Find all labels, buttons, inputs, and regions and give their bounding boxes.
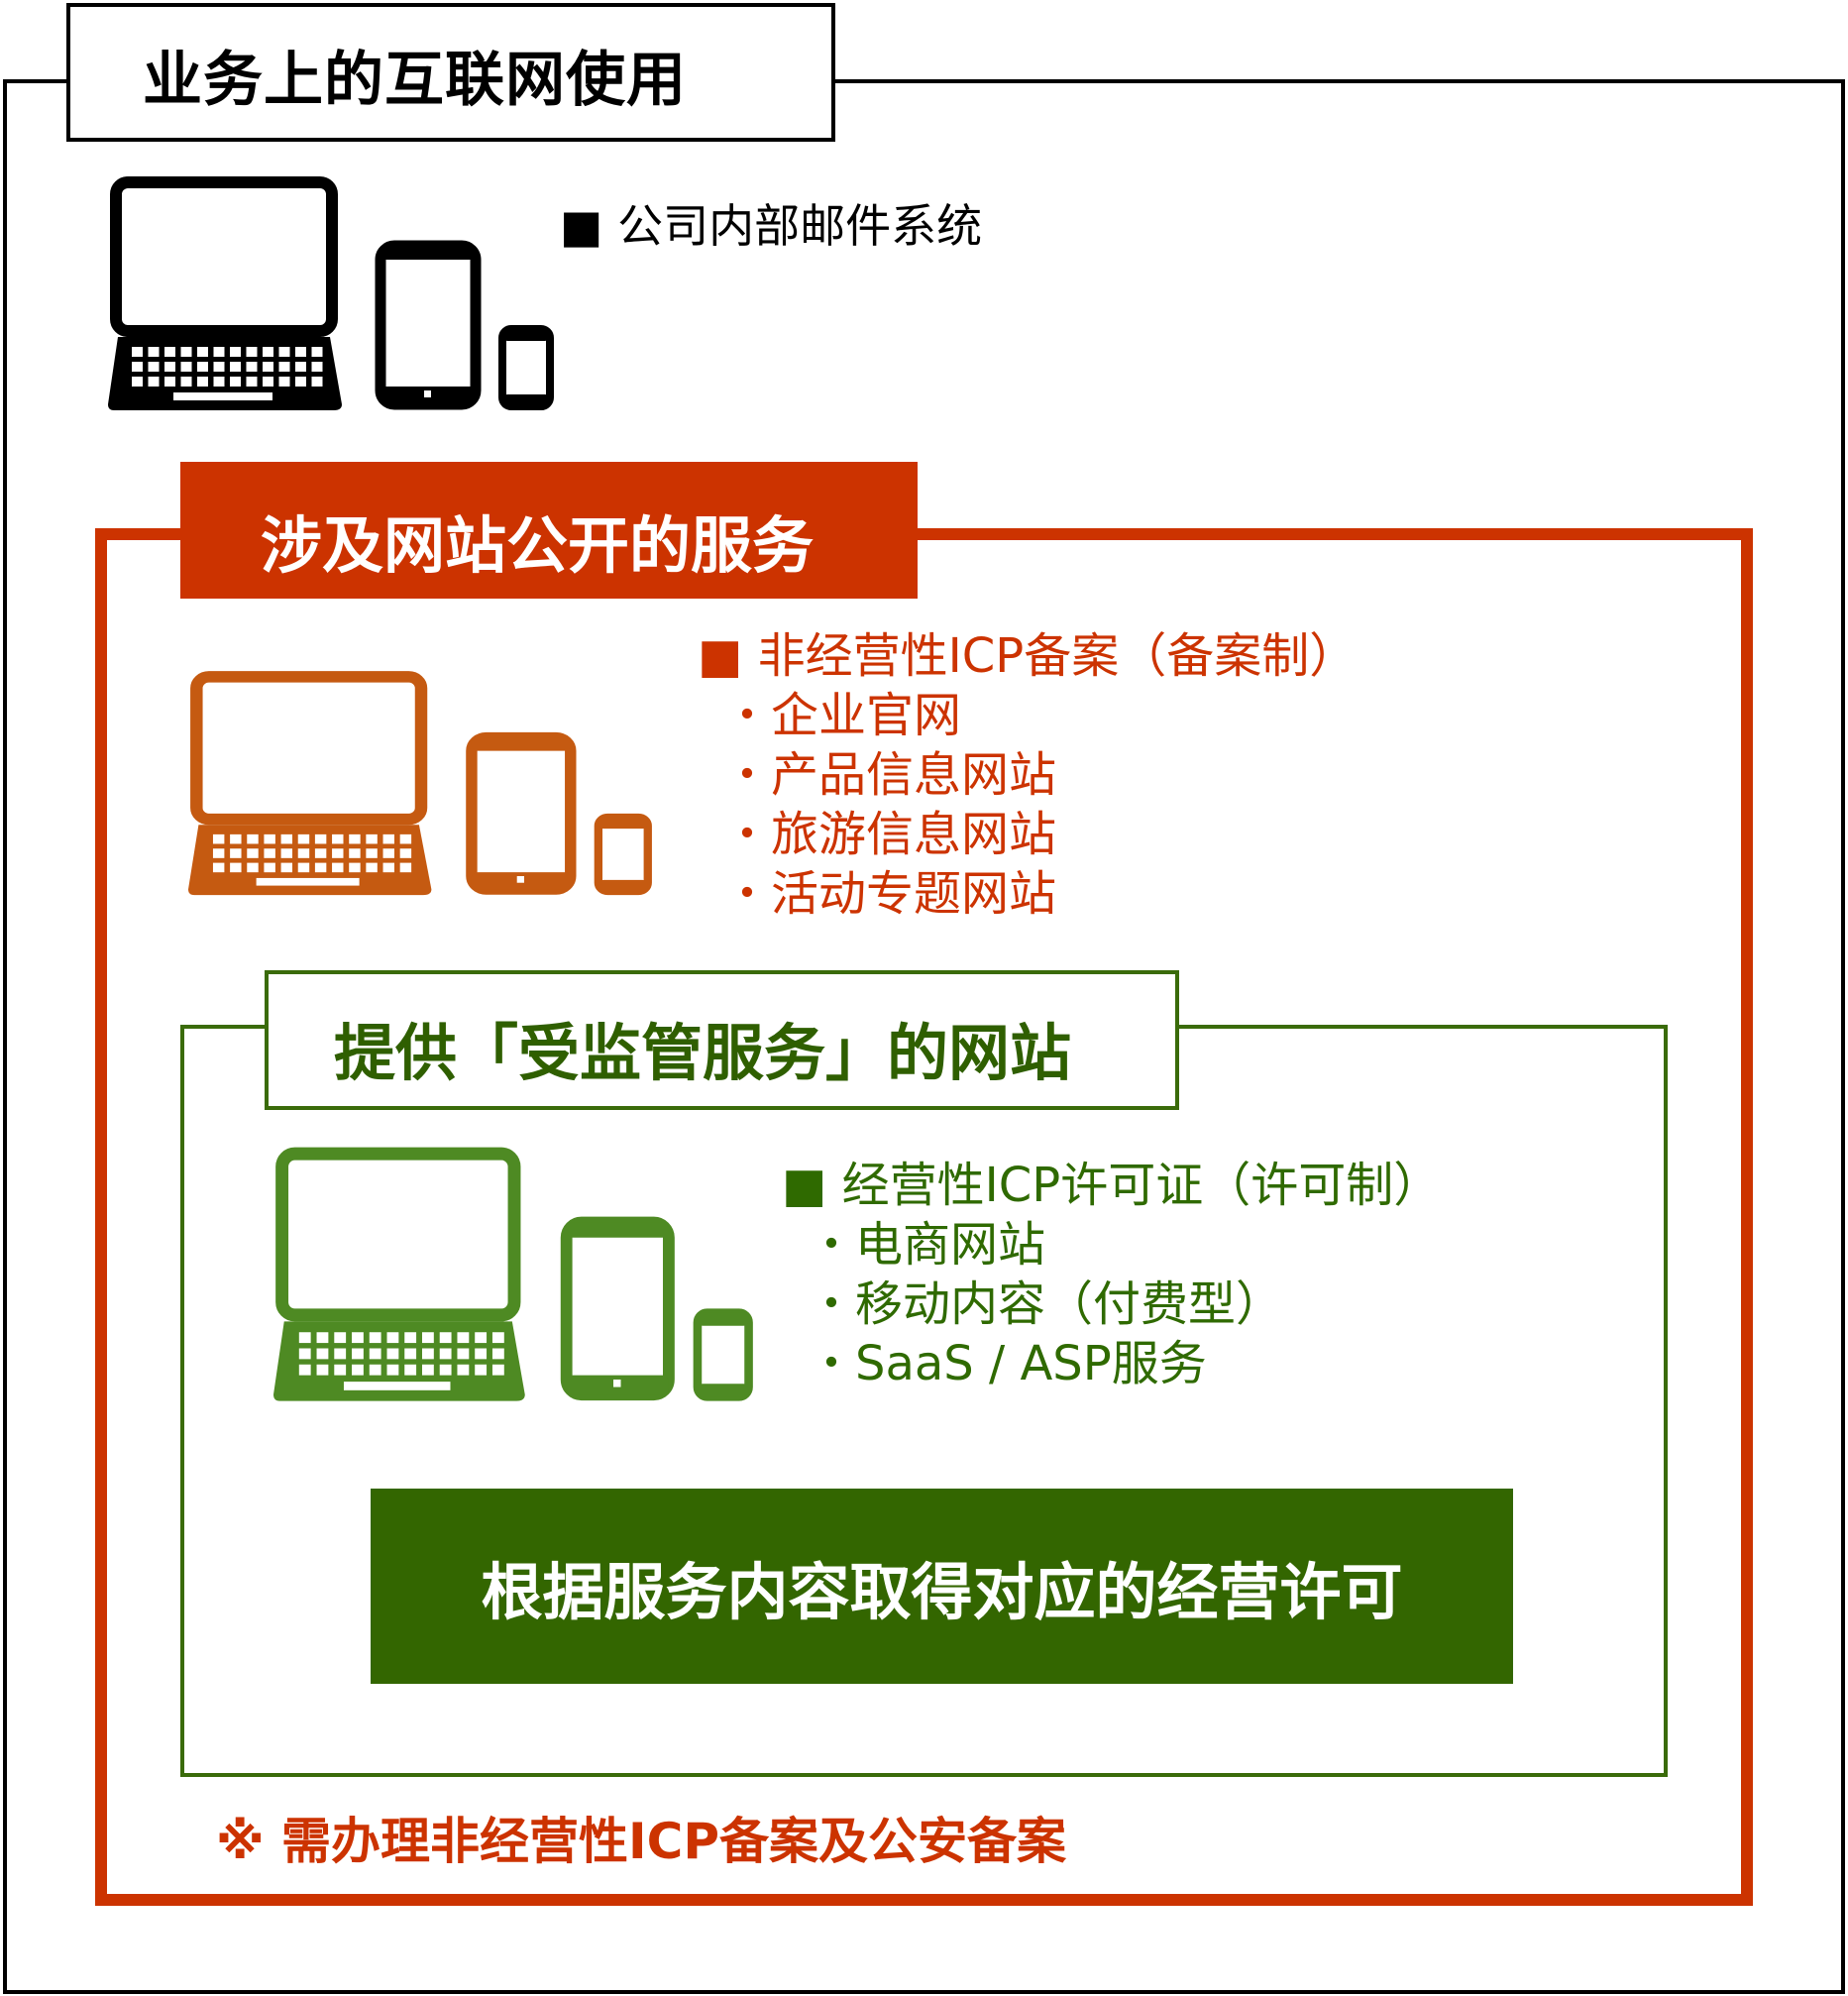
bullet: ■: [560, 199, 603, 253]
phone-icon: [594, 813, 652, 896]
laptop-icon: [188, 671, 432, 896]
license-action-banner: 根据服务内容取得对应的经营许可: [371, 1489, 1513, 1684]
public-section-header: [180, 462, 918, 599]
regulated-list-heading: ■ 经营性ICP许可证（许可制）: [782, 1158, 1442, 1213]
phone-icon: [693, 1308, 753, 1401]
public-section-title: 涉及网站公开的服务: [261, 509, 815, 582]
public-service-list: ■ 非经营性ICP备案（备案制） ・企业官网 ・产品信息网站 ・旅游信息网站 ・…: [698, 626, 1357, 924]
regulated-section-header: [265, 970, 1179, 1110]
list-item: ・产品信息网站: [723, 747, 1057, 803]
list-item: ・SaaS / ASP服务: [808, 1336, 1207, 1391]
phone-icon: [498, 325, 554, 410]
public-section-frame: [95, 528, 1753, 1906]
internal-mail-label: 公司内部邮件系统: [617, 199, 983, 253]
tablet-icon: [375, 240, 482, 410]
laptop-icon: [108, 176, 342, 410]
title-box: [66, 3, 835, 142]
list-item: ・旅游信息网站: [723, 807, 1057, 862]
list-item: ・移动内容（付费型）: [808, 1276, 1284, 1332]
list-item: ・企业官网: [723, 688, 962, 743]
public-list-heading: ■ 非经营性ICP备案（备案制）: [698, 628, 1358, 684]
page-title: 业务上的互联网使用: [143, 46, 687, 115]
outer-frame: [3, 79, 1845, 1994]
regulated-section-title: 提供「受监管服务」的网站: [334, 1017, 1072, 1089]
devices-icon-green: [273, 1147, 753, 1401]
list-item: ・电商网站: [808, 1217, 1046, 1273]
tablet-icon: [466, 731, 577, 895]
list-item: ・活动专题网站: [723, 866, 1057, 922]
internal-mail-item: ■ 公司内部邮件系统: [560, 190, 982, 256]
footnote: ※ 需办理非经营性ICP备案及公安备案: [216, 1813, 1066, 1870]
tablet-icon: [560, 1216, 675, 1401]
devices-icon-orange: [188, 671, 652, 896]
regulated-service-list: ■ 经营性ICP许可证（许可制） ・电商网站 ・移动内容（付费型） ・SaaS …: [782, 1156, 1441, 1393]
devices-icon-black: [108, 176, 554, 410]
laptop-icon: [273, 1147, 525, 1401]
